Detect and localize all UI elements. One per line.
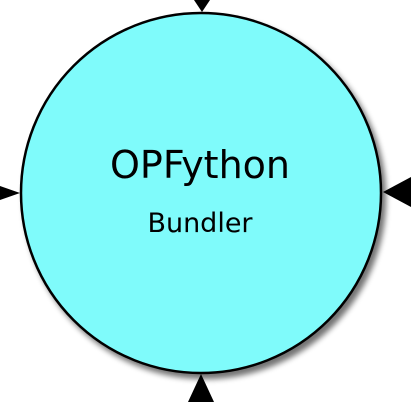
bottom-connector-arrow [188, 374, 214, 402]
top-connector-arrow [194, 0, 210, 12]
bundler-node[interactable] [19, 11, 383, 375]
left-connector-arrow [0, 186, 20, 200]
right-connector-arrow [383, 177, 411, 207]
